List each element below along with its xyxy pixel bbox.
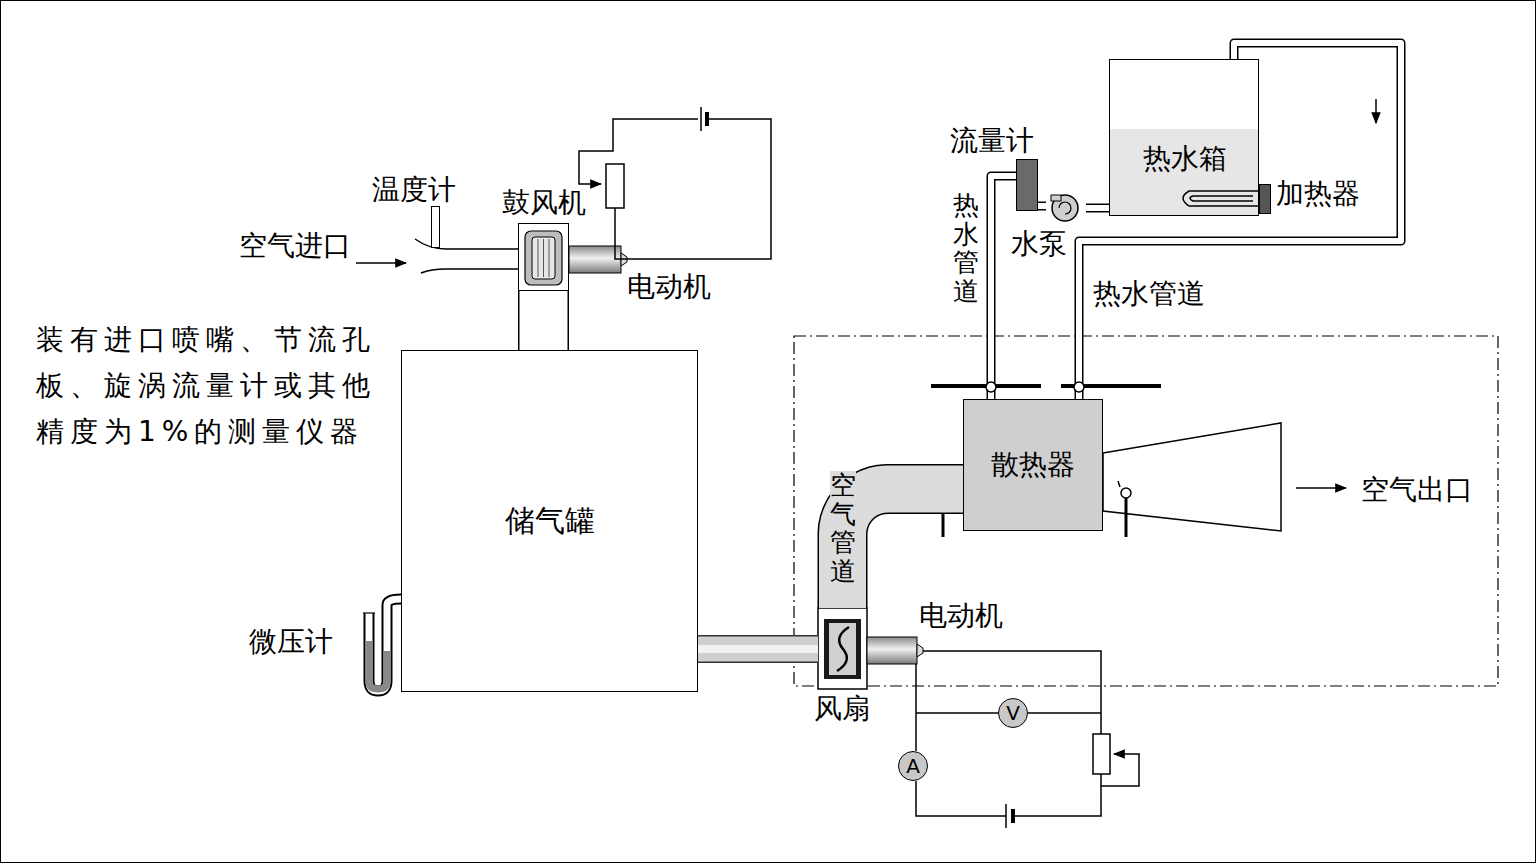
node-label: A	[906, 754, 920, 778]
ammeter: A	[898, 751, 928, 781]
node-label: 电动机	[919, 599, 1003, 633]
pipe-stroke	[991, 176, 1016, 399]
storage-tank: 储气罐	[401, 350, 698, 692]
pipe-stroke	[1086, 205, 1109, 211]
node-label: 微压计	[249, 625, 333, 659]
pipe-stroke	[698, 637, 818, 662]
flow-arrow	[1375, 99, 1377, 123]
fan: 风扇	[818, 608, 867, 689]
node-label: 散热器	[991, 448, 1075, 482]
pipe-stroke	[1079, 43, 1401, 399]
air-pipe	[698, 649, 818, 650]
outlet-label: 空气出口	[1361, 473, 1473, 507]
duct-label: 空气管道	[830, 471, 856, 585]
pipe-stroke	[1038, 202, 1046, 211]
motor: 电动机	[569, 246, 623, 273]
radiator: 散热器	[963, 399, 1103, 531]
pipe-stroke	[520, 291, 568, 350]
pipe-stroke	[1086, 204, 1109, 213]
blower-rotor	[525, 231, 562, 285]
node-label: 储气罐	[505, 503, 595, 539]
pipe-stroke	[991, 176, 1016, 399]
motor: 电动机	[867, 637, 921, 664]
node-label: 鼓风机	[502, 186, 586, 220]
water-pipe	[991, 176, 1016, 399]
water-pipe	[1086, 208, 1109, 209]
pipe-stroke	[1038, 203, 1046, 209]
motor-body	[867, 637, 923, 664]
node-label: 水泵	[1011, 227, 1067, 261]
pipe-stroke	[698, 645, 818, 653]
thermometer: 温度计	[431, 206, 440, 248]
flow-meter: 流量计	[1016, 159, 1038, 211]
micro-manometer: 微压计	[361, 599, 401, 693]
pump-housing	[1051, 195, 1078, 221]
blower: 鼓风机	[518, 223, 569, 291]
pipe-label: 热水管道	[953, 191, 979, 305]
water-pump: 水泵	[1046, 193, 1086, 223]
water-pipe	[1079, 43, 1401, 399]
air-duct	[543, 291, 544, 350]
water-level	[1110, 129, 1258, 215]
pipe-stroke	[843, 489, 964, 608]
fan-circuit	[916, 651, 1139, 828]
hot-water-tank: 热水箱	[1109, 59, 1259, 216]
node-label: 热水箱	[1143, 142, 1227, 176]
air-duct	[843, 489, 964, 608]
fan-rotor	[818, 608, 867, 689]
pipe-stroke	[843, 489, 964, 608]
inlet-label: 空气进口	[239, 229, 351, 263]
valve	[931, 382, 1161, 392]
test-region	[794, 336, 1498, 686]
heater: 加热器	[1259, 184, 1271, 214]
blower-circuit	[579, 107, 771, 259]
note-text: 装有进口喷嘴、节流孔板、旋涡流量计或其他精度为1%的测量仪器	[36, 317, 376, 455]
node-label: V	[1006, 701, 1020, 725]
heating-coil	[1183, 191, 1259, 206]
pipe-stroke	[698, 635, 818, 663]
outlet-diffuser	[1103, 423, 1281, 531]
pipe-label: 热水管道	[1093, 277, 1205, 311]
node-label: 温度计	[372, 173, 456, 207]
pipe-stroke	[1079, 43, 1401, 399]
voltmeter: V	[998, 698, 1028, 728]
node-label: 流量计	[950, 124, 1034, 158]
pipe-stroke	[518, 291, 569, 350]
outlet-arrow	[1296, 487, 1346, 489]
water-pipe	[1038, 206, 1046, 207]
node-label: 加热器	[1276, 177, 1360, 211]
u-tube	[363, 599, 401, 691]
node-label: 风扇	[814, 692, 870, 726]
node-label: 电动机	[627, 270, 711, 304]
